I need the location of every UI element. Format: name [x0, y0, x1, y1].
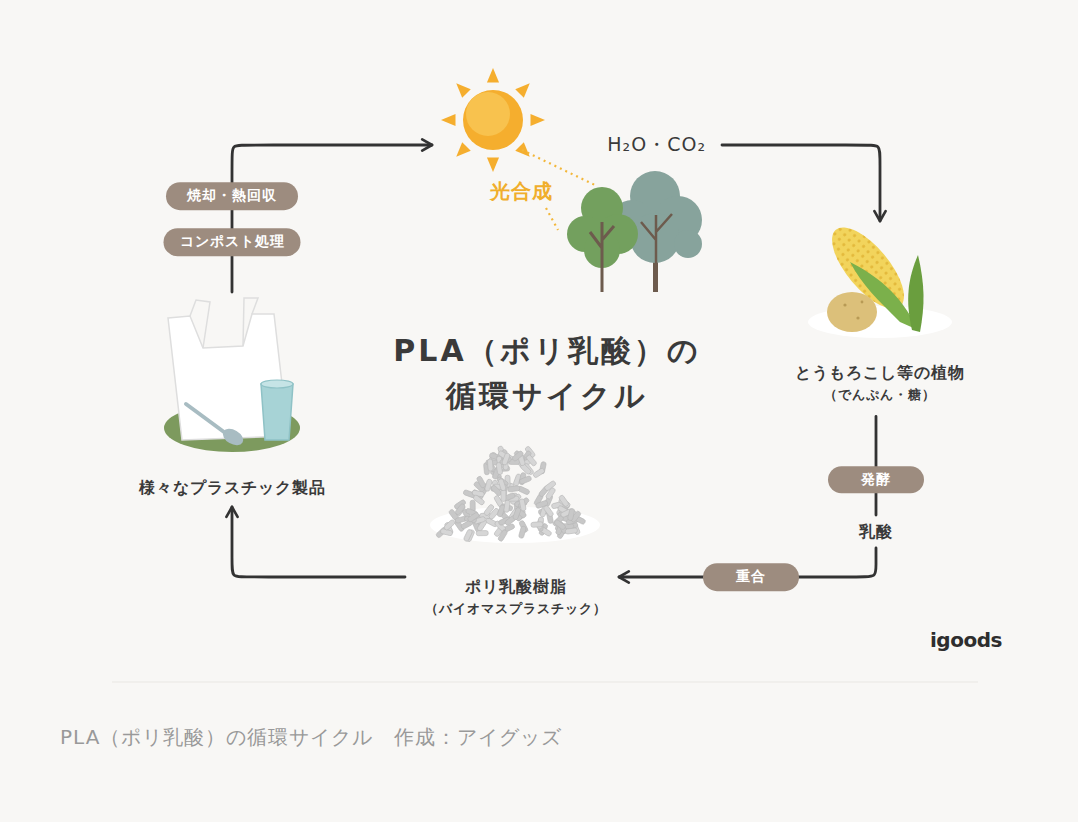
sun-icon	[441, 68, 545, 172]
pellet	[543, 505, 554, 518]
sun-ray	[487, 68, 499, 82]
sun-ray	[456, 142, 471, 157]
cycle-arrow	[232, 507, 405, 577]
lactic-acid-node: 乳酸	[853, 519, 899, 545]
pellet	[532, 467, 545, 478]
pellet	[467, 512, 480, 523]
pellet	[565, 528, 578, 535]
pellet	[519, 499, 526, 512]
sun-highlight	[466, 92, 510, 136]
pellet	[567, 508, 575, 521]
edge-label: H₂O・CO₂	[603, 130, 710, 160]
pellet	[501, 489, 506, 501]
pellet	[487, 459, 493, 471]
pellet	[545, 487, 556, 500]
pellet	[526, 454, 538, 466]
node-label: 光合成	[490, 178, 705, 205]
pellet	[518, 526, 526, 539]
sun-ray	[456, 83, 471, 98]
diagram-title: PLA（ポリ乳酸）の 循環サイクル	[377, 328, 717, 418]
caption: PLA（ポリ乳酸）の循環サイクル 作成：アイグッズ	[60, 724, 562, 751]
pellet	[512, 507, 521, 520]
pellet	[531, 522, 543, 528]
pellet	[512, 450, 524, 461]
process-pill: 重合	[703, 563, 799, 591]
separator-line	[112, 682, 978, 683]
node-label: 乳酸	[859, 520, 893, 544]
pellet	[502, 453, 511, 466]
pellet	[558, 494, 569, 507]
pellet	[455, 503, 466, 516]
pellet	[504, 500, 511, 513]
products-illustration	[164, 298, 300, 452]
sun-ray	[441, 114, 455, 126]
pellet	[476, 531, 488, 536]
node-label: とうもろこし等の植物	[795, 361, 965, 385]
pellet	[483, 504, 494, 517]
pellet	[476, 476, 486, 489]
node-sublabel: （バイオマスプラスチック）	[425, 599, 607, 619]
node-label: 様々なプラスチック製品	[139, 476, 326, 500]
products-node: 様々なプラスチック製品	[133, 300, 332, 502]
process-pill: 発酵	[828, 466, 924, 494]
watermark: igoods	[930, 628, 1002, 652]
sun-ray	[487, 158, 499, 172]
plant-node: とうもろこし等の植物（でんぷん・糖）	[789, 225, 971, 409]
sun-disc	[463, 90, 523, 150]
sun-ray	[515, 83, 530, 98]
node-sublabel: （でんぷん・糖）	[795, 385, 965, 405]
resin-pellets	[430, 446, 600, 543]
pellet	[554, 519, 567, 530]
process-pill: コンポスト処理	[164, 228, 301, 256]
pellet	[463, 529, 473, 542]
pellet	[484, 479, 492, 492]
pellet	[507, 486, 520, 493]
pellet	[496, 462, 503, 475]
pellet	[473, 494, 486, 505]
tree-front	[567, 187, 638, 292]
sun-ray	[531, 114, 545, 126]
pellet	[535, 500, 548, 509]
process-pill: 焼却・熱回収	[166, 182, 298, 210]
cycle-arrow	[722, 145, 880, 221]
node-label: ポリ乳酸樹脂	[425, 575, 607, 599]
pellet	[497, 529, 508, 542]
pellet	[498, 478, 507, 491]
pellet	[519, 475, 532, 484]
resin-node: ポリ乳酸樹脂（バイオマスプラスチック）	[419, 445, 613, 621]
photosynthesis-node: 光合成	[440, 80, 705, 295]
cycle-arrow	[232, 145, 432, 292]
corn-illustration	[808, 216, 952, 338]
pellet	[443, 519, 455, 531]
